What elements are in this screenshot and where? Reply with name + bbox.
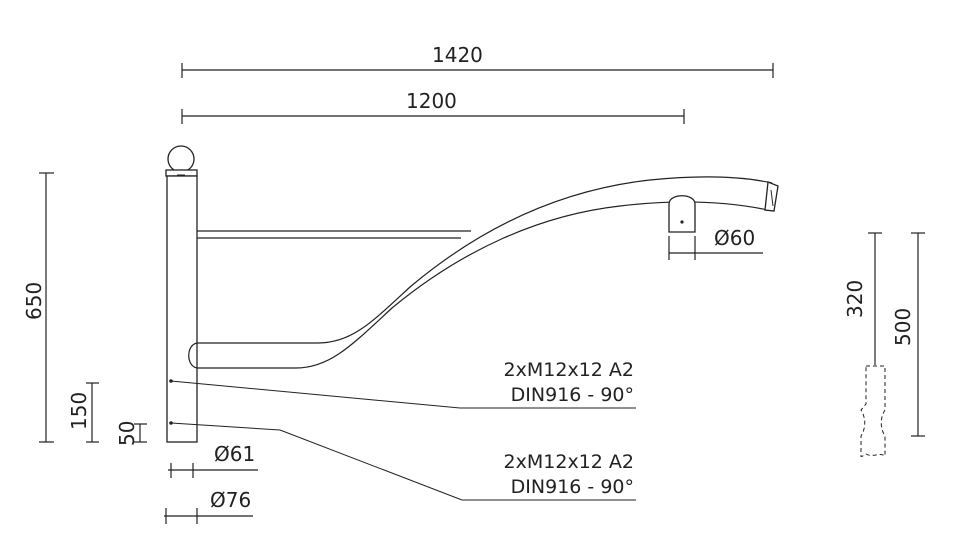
dimension-label-1200: 1200 [406,89,457,113]
ball-finial [167,145,195,173]
upper-screw-standard: DIN916 - 90° [511,384,634,406]
dimension-inner-diameter: Ø61 [168,442,258,478]
dimension-label-150: 150 [67,392,91,430]
post-tube [166,175,198,443]
dimension-label-diameter-61: Ø61 [214,442,255,466]
dimension-label-diameter-60: Ø60 [714,226,755,250]
dimension-height: 650 [22,172,54,443]
dimension-bottom-fix: 50 [115,421,147,446]
curved-arm [188,176,779,369]
dimension-overall-length: 1420 [181,43,774,78]
upper-screw-note: 2xM12x12 A2 DIN916 - 90° [170,359,636,409]
dimension-label-320: 320 [843,280,867,318]
dimension-label-650: 650 [22,282,46,320]
spigot-detail: 320 500 [843,232,925,457]
post [165,145,198,443]
lower-screw-standard: DIN916 - 90° [511,476,634,498]
dimension-end-diameter: Ø60 [668,226,763,260]
dimension-label-1420: 1420 [432,43,483,67]
dimension-label-500: 500 [891,308,915,346]
dimension-arm-length: 1200 [181,89,685,124]
spigot-outline [860,365,886,457]
tie-rod [197,230,471,239]
lamp-mount [668,195,696,233]
upper-screw-spec: 2xM12x12 A2 [504,359,634,381]
lower-screw-note: 2xM12x12 A2 DIN916 - 90° [170,422,636,501]
dimension-lower-fix: 150 [67,382,99,443]
dimension-label-diameter-76: Ø76 [210,488,251,512]
lower-screw-spec: 2xM12x12 A2 [504,451,634,473]
dimension-outer-diameter: Ø76 [164,488,253,524]
dimension-label-50: 50 [115,421,139,446]
